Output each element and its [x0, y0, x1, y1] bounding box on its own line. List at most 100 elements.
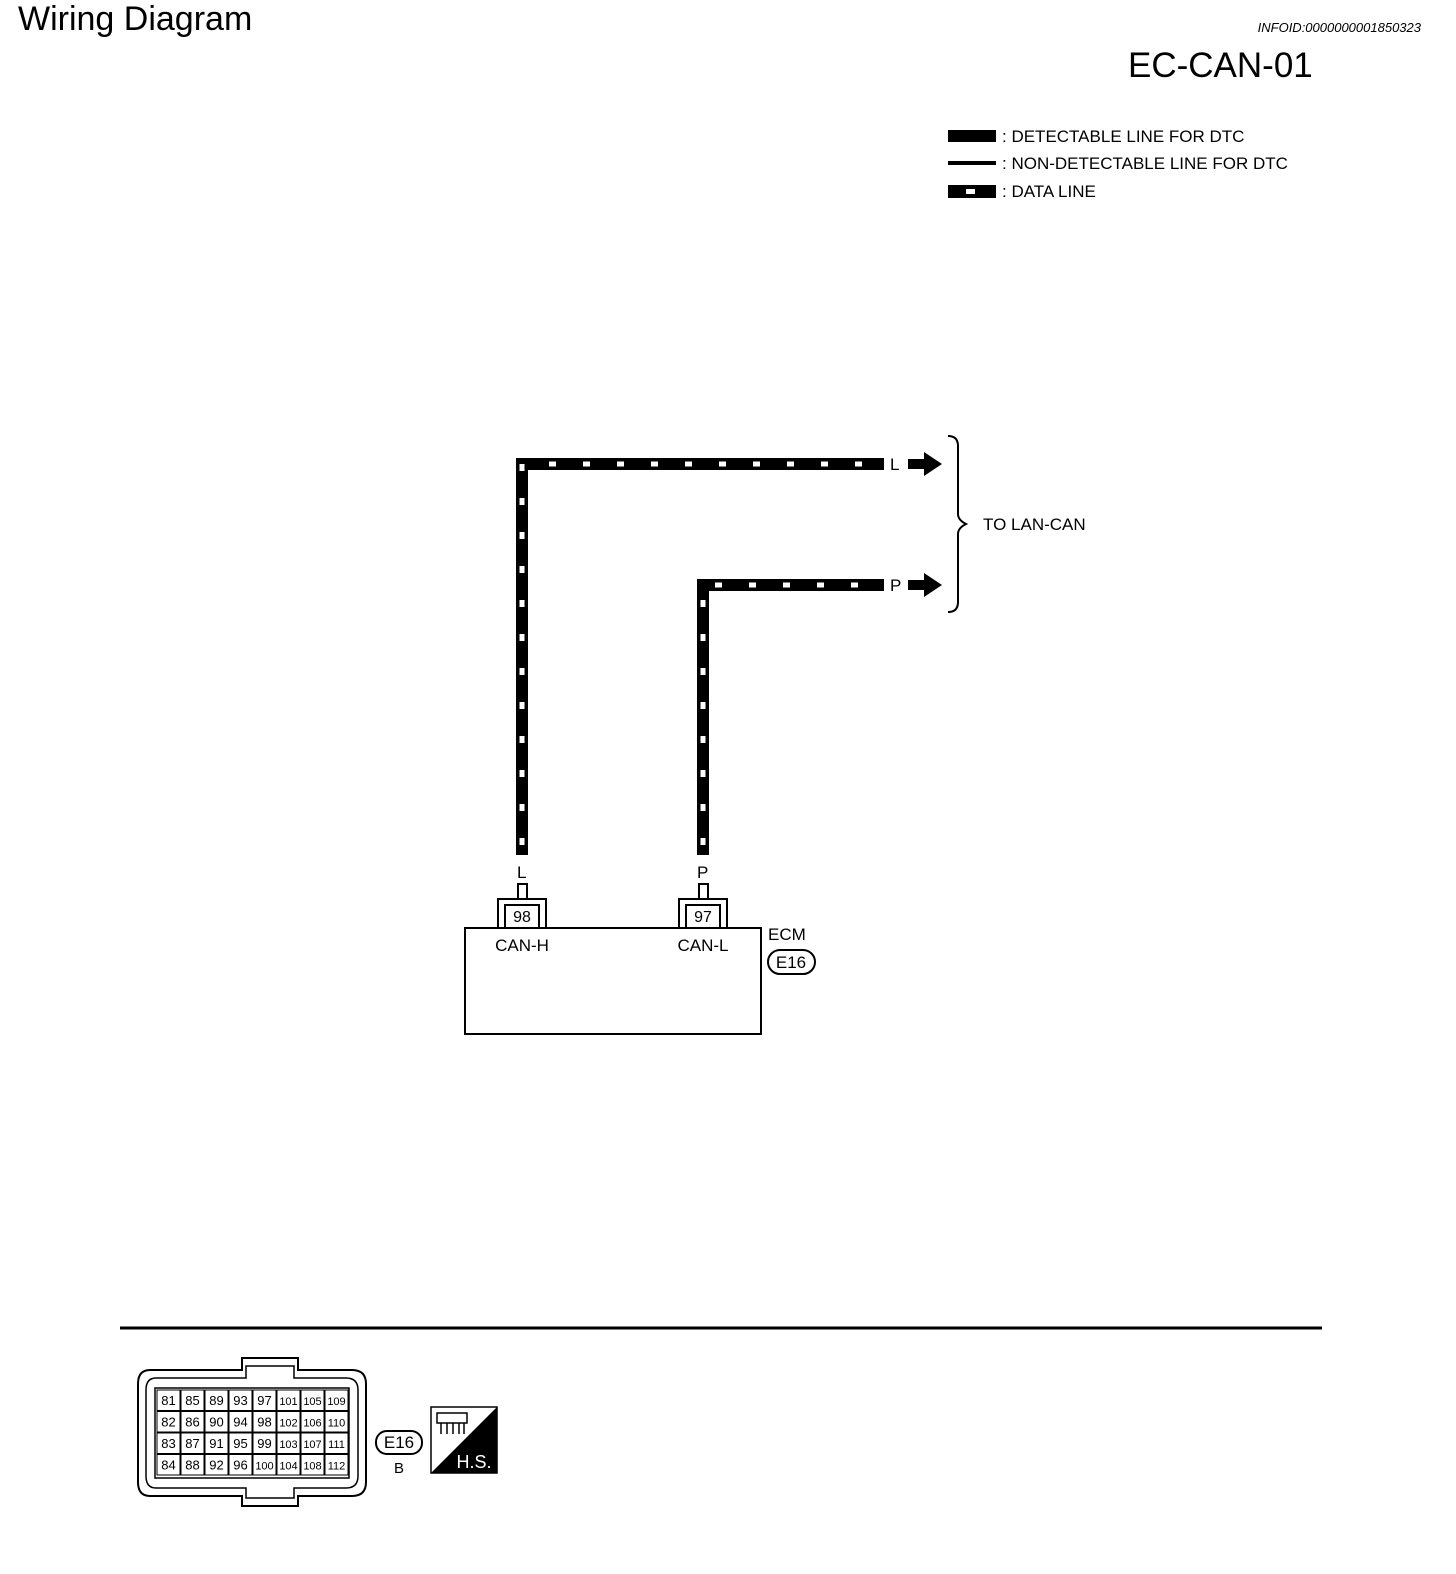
pin-cell: [180, 1389, 205, 1411]
diagram-id: EC-CAN-01: [1128, 46, 1313, 85]
pin-cell: [204, 1389, 229, 1411]
pin-cell: [204, 1411, 229, 1433]
connector-color: B: [394, 1460, 404, 1477]
pin-cell: [276, 1432, 301, 1454]
legend: : DETECTABLE LINE FOR DTC : NON-DETECTAB…: [948, 127, 1288, 201]
pin-cell: [180, 1411, 205, 1433]
pin-cell: [324, 1389, 349, 1411]
svg-text:97: 97: [694, 909, 712, 926]
legend-label-data: : DATA LINE: [1002, 182, 1096, 201]
pin-label: 108: [303, 1461, 321, 1473]
pin-cell: [156, 1432, 181, 1454]
pin-label: 111: [328, 1439, 345, 1451]
pin-label: 85: [185, 1393, 199, 1408]
pin-cell: [180, 1454, 205, 1476]
svg-text:H.S.: H.S.: [456, 1452, 491, 1472]
destination-label: TO LAN-CAN: [983, 515, 1086, 534]
pin-label: 86: [185, 1415, 199, 1430]
legend-swatch-non-detectable: [948, 161, 996, 165]
arrow-right-icon: [908, 452, 942, 476]
pin-label: 93: [233, 1393, 247, 1408]
legend-label-non-detectable: : NON-DETECTABLE LINE FOR DTC: [1002, 154, 1288, 173]
pin-label: 112: [328, 1461, 346, 1473]
pin-label: 91: [209, 1436, 223, 1451]
pin-label: 90: [209, 1415, 223, 1430]
page-title: Wiring Diagram: [18, 0, 253, 38]
pin-cell: [204, 1454, 229, 1476]
pin-cell: [252, 1454, 277, 1476]
pin-cell: [228, 1432, 253, 1454]
signal-label-can-h: CAN-H: [495, 936, 549, 955]
pin-label: 87: [185, 1436, 199, 1451]
pin-label: 95: [233, 1436, 247, 1451]
legend-label-detectable: : DETECTABLE LINE FOR DTC: [1002, 127, 1244, 146]
pin-label: 94: [233, 1415, 247, 1430]
connector-badge: E16: [767, 949, 816, 975]
pin-label: 89: [209, 1393, 223, 1408]
destination-bracket: [947, 435, 969, 613]
pin-cell: [228, 1389, 253, 1411]
pin-cell: [324, 1432, 349, 1454]
info-id: INFOID:0000000001850323: [1257, 20, 1421, 35]
pin-label: 106: [303, 1418, 321, 1430]
pin-label: 105: [303, 1396, 321, 1408]
pin-cell: [276, 1411, 301, 1433]
pin-cell: [228, 1454, 253, 1476]
pin-label: 84: [161, 1458, 175, 1473]
pin-cell: [300, 1411, 325, 1433]
pin-cell: [324, 1454, 349, 1476]
wire-color-label-l: L: [517, 863, 526, 882]
pin-label: 107: [303, 1439, 321, 1451]
legend-swatch-data: [948, 185, 996, 198]
pin-cell: [276, 1454, 301, 1476]
pin-label: 82: [161, 1415, 175, 1430]
pin-label: 110: [328, 1418, 346, 1430]
pin-cell: [252, 1411, 277, 1433]
pin-cell: [156, 1389, 181, 1411]
arrow-right-icon: [908, 573, 942, 597]
legend-swatch-detectable: [948, 130, 996, 142]
component-name: ECM: [768, 925, 806, 944]
connector-view-badge: E16: [375, 1430, 423, 1455]
pin-cell: [156, 1454, 181, 1476]
pin-cell: [324, 1411, 349, 1433]
ecm-box: [464, 927, 762, 1035]
pin-label: 97: [257, 1393, 271, 1408]
data-line-can-h: [516, 458, 884, 855]
pin-cell: [300, 1454, 325, 1476]
terminal-97: 97: [678, 883, 728, 929]
pin-label: 104: [279, 1461, 297, 1473]
pin-label: 96: [233, 1458, 247, 1473]
wire-color-label-top-l: L: [890, 455, 899, 474]
pin-cell: [204, 1432, 229, 1454]
pin-cell: [252, 1389, 277, 1411]
pin-cell: [300, 1389, 325, 1411]
plug-icon: [436, 1412, 468, 1434]
pin-label: 88: [185, 1458, 199, 1473]
pin-label: 83: [161, 1436, 175, 1451]
pin-cell: [180, 1432, 205, 1454]
signal-label-can-l: CAN-L: [677, 936, 728, 955]
pin-label: 81: [161, 1393, 175, 1408]
svg-text:E16: E16: [776, 953, 806, 972]
pin-label: 99: [257, 1436, 271, 1451]
terminal-98: 98: [497, 883, 547, 929]
svg-text:E16: E16: [384, 1433, 414, 1452]
pin-cell: [252, 1432, 277, 1454]
wire-color-label-top-p: P: [890, 576, 901, 595]
pin-label: 98: [257, 1415, 271, 1430]
wire-color-label-p: P: [697, 863, 708, 882]
pin-cell: [228, 1411, 253, 1433]
svg-text:98: 98: [513, 909, 531, 926]
pin-cell: [156, 1411, 181, 1433]
pin-label: 103: [279, 1439, 297, 1451]
pin-label: 100: [255, 1461, 273, 1473]
data-line-can-l: [697, 579, 884, 855]
pin-cell: [300, 1432, 325, 1454]
pin-label: 92: [209, 1458, 223, 1473]
hs-connector-icon: H.S.: [430, 1406, 498, 1474]
pin-label: 109: [327, 1396, 345, 1408]
